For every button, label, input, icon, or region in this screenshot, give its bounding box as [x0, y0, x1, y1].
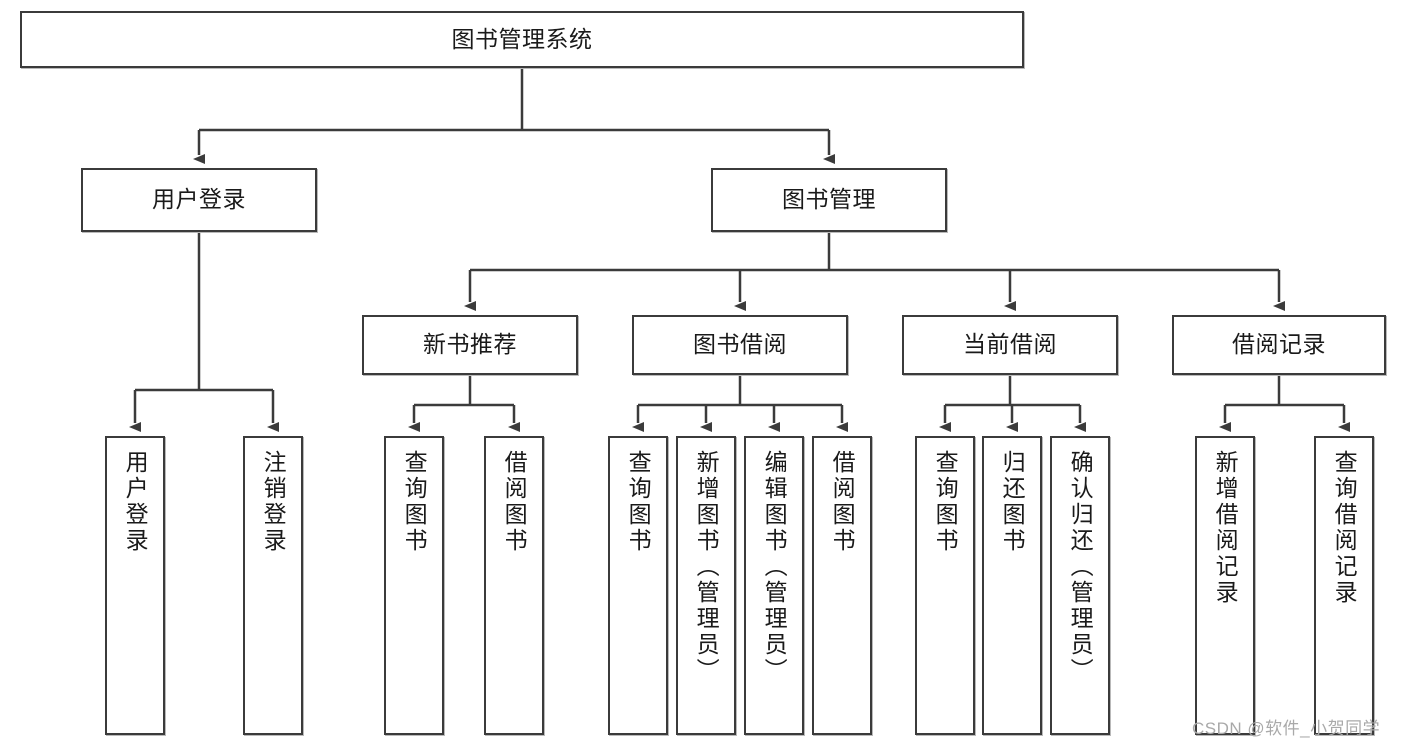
node-user-login[interactable]: 用户登录: [81, 168, 317, 232]
node-label: 新书推荐: [423, 331, 517, 358]
node-book-manage[interactable]: 图书管理: [711, 168, 947, 232]
node-label: 编辑图书（管理员）: [761, 450, 788, 684]
node-leaf-user-login[interactable]: 用户登录: [105, 436, 165, 735]
node-root-book-management-system[interactable]: 图书管理系统: [20, 11, 1024, 68]
node-book-borrow[interactable]: 图书借阅: [632, 315, 848, 375]
node-label: 用户登录: [122, 450, 149, 554]
node-label: 查询图书: [932, 450, 959, 554]
node-leaf-query-book-2[interactable]: 查询图书: [608, 436, 668, 735]
node-label: 图书借阅: [693, 331, 787, 358]
node-label: 新增借阅记录: [1212, 450, 1239, 606]
node-label: 图书管理系统: [451, 25, 593, 52]
node-label: 借阅图书: [501, 450, 528, 554]
node-new-book-recommend[interactable]: 新书推荐: [362, 315, 578, 375]
node-leaf-edit-book[interactable]: 编辑图书（管理员）: [744, 436, 804, 735]
node-label: 借阅图书: [829, 450, 856, 554]
node-leaf-query-record[interactable]: 查询借阅记录: [1314, 436, 1374, 735]
node-leaf-add-record[interactable]: 新增借阅记录: [1195, 436, 1255, 735]
node-leaf-query-book-3[interactable]: 查询图书: [915, 436, 975, 735]
node-leaf-query-book-1[interactable]: 查询图书: [384, 436, 444, 735]
node-label: 确认归还（管理员）: [1067, 450, 1094, 684]
node-leaf-logout[interactable]: 注销登录: [243, 436, 303, 735]
node-leaf-return-book[interactable]: 归还图书: [982, 436, 1042, 735]
node-label: 当前借阅: [963, 331, 1057, 358]
node-label: 借阅记录: [1232, 331, 1326, 358]
node-leaf-add-book[interactable]: 新增图书（管理员）: [676, 436, 736, 735]
node-label: 用户登录: [152, 186, 246, 213]
node-label: 图书管理: [782, 186, 876, 213]
node-leaf-borrow-book-2[interactable]: 借阅图书: [812, 436, 872, 735]
csdn-watermark: CSDN @软件_小贺同学: [1192, 719, 1381, 738]
node-label: 查询图书: [625, 450, 652, 554]
node-label: 新增图书（管理员）: [693, 450, 720, 684]
node-leaf-borrow-book-1[interactable]: 借阅图书: [484, 436, 544, 735]
node-current-borrow[interactable]: 当前借阅: [902, 315, 1118, 375]
node-label: 查询图书: [401, 450, 428, 554]
node-leaf-confirm-return[interactable]: 确认归还（管理员）: [1050, 436, 1110, 735]
node-label: 注销登录: [260, 450, 287, 554]
node-label: 查询借阅记录: [1331, 450, 1358, 606]
node-label: 归还图书: [999, 450, 1026, 554]
node-borrow-record[interactable]: 借阅记录: [1172, 315, 1386, 375]
